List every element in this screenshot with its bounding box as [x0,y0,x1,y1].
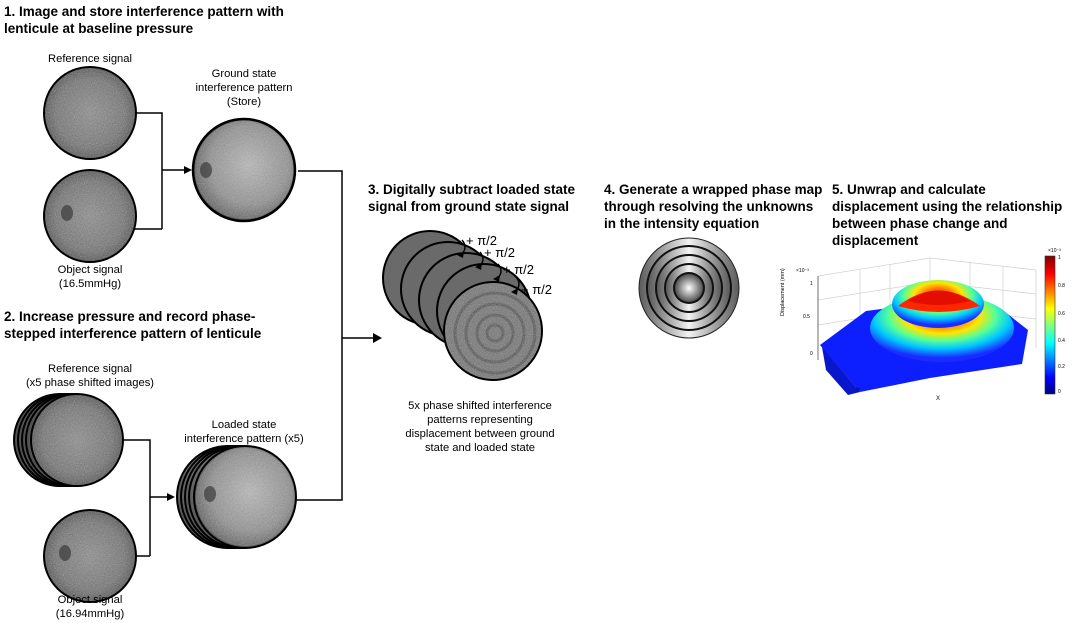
colorbar-exponent: ×10⁻³ [1048,248,1061,254]
z-axis-tick-1: 1 [810,281,813,287]
phase-step-label-4: + π/2 [521,282,553,297]
ground-state-label: Ground state interference pattern (Store… [174,67,314,109]
y-axis-label: Y [856,388,861,394]
loaded-state-label-line1: Loaded state [211,419,277,431]
colorbar-tick-5: 0.2 [1058,364,1065,370]
step2-title: 2. Increase pressure and record phase- s… [4,308,334,342]
step4-title-line2: through resolving the unknowns [604,199,814,214]
step2-title-line1: 2. Increase pressure and record phase- [4,309,256,324]
object-signal-image-2 [43,509,137,603]
reference-stack-image [13,393,124,487]
step5-title-line2: displacement using the relationship [832,199,1063,214]
phase-shifted-stack-image [382,230,543,381]
ground-state-label-line3: (Store) [226,96,262,108]
step5-title-line1: 5. Unwrap and calculate [832,182,986,197]
colorbar-tick-2: 0.8 [1058,283,1065,289]
colorbar-tick-4: 0.4 [1058,338,1065,344]
colorbar-tick-1: 1 [1058,255,1061,261]
displacement-surface-plot [817,255,1056,395]
step5-title-line3: between phase change and [832,216,1008,231]
step3-title: 3. Digitally subtract loaded state signa… [368,181,608,215]
object-signal-label-2-line1: Object signal [57,594,123,606]
x-axis-label: X [936,396,941,402]
step3-title-line2: signal from ground state signal [368,199,570,214]
step1-title: 1. Image and store interference pattern … [4,3,334,37]
colorbar [1044,255,1056,395]
arrow-to-step3 [373,333,382,343]
phase-step-label-3: + π/2 [503,262,535,277]
reference-stack-label-line1: Reference signal [48,363,132,375]
step4-title-line1: 4. Generate a wrapped phase map [604,182,823,197]
step3-title-line1: 3. Digitally subtract loaded state [368,182,576,197]
phase-step-label-1: + π/2 [466,233,498,248]
step3-caption: 5x phase shifted interference patterns r… [385,399,575,455]
main-connector [296,170,374,501]
step5-title-line4: displacement [832,233,919,248]
step1-connectors [135,112,186,230]
object-signal-label-2: Object signal (16.94mmHg) [30,593,150,621]
step4-title-line3: in the intensity equation [604,216,760,231]
object-signal-image [43,169,137,263]
reference-stack-label-line2: (x5 phase shifted images) [25,377,155,389]
z-axis-label: Displacement (mm) [780,268,786,316]
loaded-state-label-line2: interference pattern (x5) [184,433,304,445]
object-signal-pressure: (16.5mmHg) [58,278,122,290]
reference-signal-label: Reference signal [48,53,132,65]
object-signal-label: Object signal (16.5mmHg) [30,263,150,291]
reference-signal-image [43,66,137,160]
step1-title-line2: lenticule at baseline pressure [4,21,194,36]
z-axis-exponent: ×10⁻³ [796,268,809,274]
step3-caption-line4: state and loaded state [424,442,536,454]
step2-connectors [122,439,168,557]
object-signal-pressure-2: (16.94mmHg) [55,608,125,620]
ground-state-image [191,117,297,223]
object-signal-label-line1: Object signal [57,264,123,276]
z-axis-tick-2: 0.5 [803,314,810,320]
step2-title-line2: stepped interference pattern of lenticul… [4,326,262,341]
reference-stack-label: Reference signal (x5 phase shifted image… [0,362,180,390]
loaded-state-stack-image [176,445,297,549]
step5-title: 5. Unwrap and calculate displacement usi… [832,181,1068,249]
step1-title-line1: 1. Image and store interference pattern … [4,4,284,19]
wrapped-phase-map [638,237,740,339]
ground-state-label-line1: Ground state [211,68,277,80]
phase-step-label-2: + π/2 [484,245,516,260]
step3-caption-line3: displacement between ground [405,428,555,440]
step3-caption-line1: 5x phase shifted interference [408,400,552,412]
arrow-to-ground-state [184,166,192,174]
arrow-to-loaded-state [167,493,175,501]
step3-caption-line2: patterns representing [427,414,533,426]
loaded-state-label: Loaded state interference pattern (x5) [164,418,324,446]
colorbar-tick-6: 0 [1058,389,1061,395]
colorbar-tick-3: 0.6 [1058,311,1065,317]
ground-state-label-line2: interference pattern [195,82,293,94]
step4-title: 4. Generate a wrapped phase map through … [604,181,834,232]
z-axis-tick-3: 0 [810,351,813,357]
